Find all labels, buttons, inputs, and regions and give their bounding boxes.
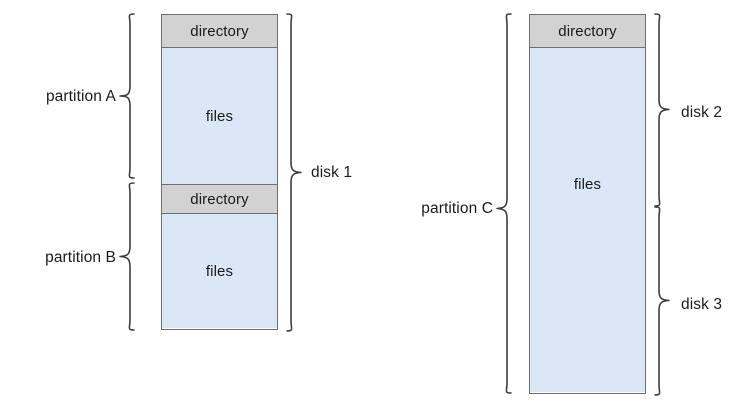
segment-a-directory: directory <box>162 15 277 48</box>
label-partition-b: partition B <box>45 249 116 266</box>
segment-c-directory: directory <box>530 15 645 48</box>
segment-label: files <box>205 107 234 125</box>
label-disk-3: disk 3 <box>681 296 723 313</box>
label-disk-2: disk 2 <box>681 104 723 121</box>
segment-b-directory: directory <box>162 184 277 214</box>
brace-disk-3 <box>654 205 672 397</box>
segment-label: directory <box>190 190 249 208</box>
brace-disk-1 <box>286 12 304 333</box>
segment-a-files: files <box>162 48 277 184</box>
right-disk-box: directory files <box>529 14 646 394</box>
segment-b-files: files <box>162 214 277 328</box>
brace-partition-b <box>117 181 135 332</box>
segment-label: files <box>573 175 602 193</box>
segment-label: directory <box>190 22 249 40</box>
segment-label: files <box>205 262 234 280</box>
label-disk-1: disk 1 <box>311 164 353 181</box>
left-disk-box: directory files directory files <box>161 14 278 330</box>
segment-label: directory <box>558 22 617 40</box>
label-partition-c: partition C <box>421 200 493 217</box>
brace-disk-2 <box>654 12 672 208</box>
label-partition-a: partition A <box>45 88 116 105</box>
brace-partition-c <box>494 12 512 397</box>
brace-partition-a <box>117 12 135 180</box>
segment-c-files: files <box>530 48 645 392</box>
